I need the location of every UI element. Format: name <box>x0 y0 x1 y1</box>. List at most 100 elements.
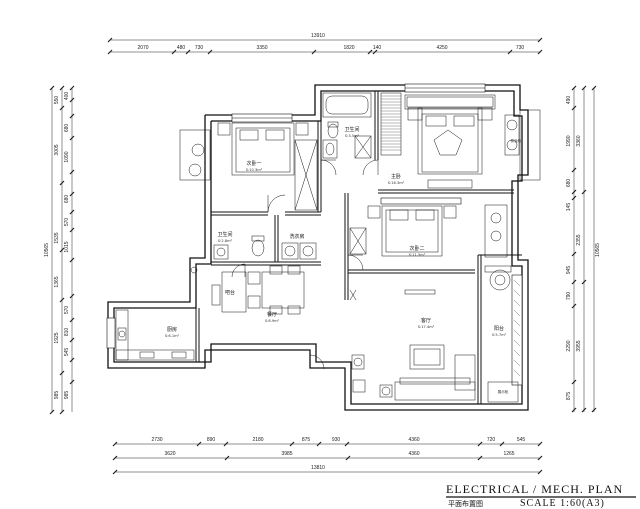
dim-top-5: 140 <box>373 45 382 51</box>
dim-right-4: 145 <box>566 203 572 212</box>
dim-top-2: 730 <box>195 45 204 51</box>
dim-left-4: 1090 <box>64 151 70 162</box>
room-bath1-area: S:3.5m² <box>345 134 360 138</box>
dim-left-9: 1365 <box>54 276 60 287</box>
dimension-lines-bottom <box>112 441 543 475</box>
dim-left-8: 570 <box>64 218 70 227</box>
dimension-lines-right <box>571 85 597 413</box>
dim-right-9: 3955 <box>576 340 582 351</box>
shelf-label: 展示柜 <box>498 389 509 394</box>
dim-top-3: 3350 <box>256 45 267 51</box>
dim-top-segments: 2070 480 730 3350 1820 140 4250 730 <box>137 45 524 51</box>
room-laundry-name: 洗衣房 <box>289 233 304 240</box>
room-balcony-area: S:5.7m² <box>492 333 507 337</box>
room-bath2-area: S:2.8m² <box>218 239 233 243</box>
kitchen-furniture <box>115 309 195 361</box>
dim-right-10: 875 <box>566 392 572 401</box>
room-balcony-name: 阳台 <box>494 325 504 332</box>
room-bedroom2-area: S:11.5m² <box>409 253 426 257</box>
dim-top-1: 480 <box>177 45 186 51</box>
room-living-name: 客厅 <box>421 317 431 324</box>
dim-left-15: 985 <box>64 391 70 400</box>
dim-left-11: 570 <box>64 306 70 315</box>
dim-top-0: 2070 <box>137 45 148 51</box>
dim-bottom1-5: 4360 <box>408 437 419 443</box>
windows <box>106 83 523 386</box>
title-block: ELECTRICAL / MECH. PLAN 平面布置图 SCALE 1:60… <box>446 482 636 509</box>
dim-left-2: 680 <box>64 124 70 133</box>
dim-bottom2-1: 3985 <box>281 451 292 457</box>
bedroom2-furniture <box>349 204 508 258</box>
drawing-subtitle: 平面布置图 <box>448 499 483 508</box>
dim-left-12: 810 <box>64 328 70 337</box>
balcony-furniture <box>484 265 521 403</box>
room-dining-name: 餐厅 <box>267 311 277 318</box>
bath2-fixtures <box>213 235 317 260</box>
dimension-lines-left <box>49 85 75 415</box>
dim-bottom2-0: 3620 <box>164 451 175 457</box>
exterior-walls <box>107 84 529 411</box>
door-swings <box>231 159 379 370</box>
dim-right-3: 680 <box>566 179 572 188</box>
dim-bottom1-2: 2180 <box>252 437 263 443</box>
dim-right-0: 490 <box>566 96 572 105</box>
living-furniture <box>351 289 476 401</box>
dim-right-6: 945 <box>566 266 572 275</box>
dim-right-total: 10565 <box>595 243 601 257</box>
dimension-lines-top <box>107 37 543 55</box>
dim-bottom1-3: 875 <box>302 437 311 443</box>
room-bedroom1-area: S:10.3m² <box>246 168 263 172</box>
room-bedroom2-name: 次卧二 <box>409 245 424 252</box>
bedroom1-furniture <box>179 122 318 211</box>
dim-left-7: 1015 <box>64 241 70 252</box>
room-dining-area: S:8.9m² <box>265 319 280 323</box>
room-bath2-name: 卫生间 <box>217 231 232 238</box>
dim-left-3: 3005 <box>54 144 60 155</box>
dining-furniture <box>190 265 305 315</box>
room-bedroom1-name: 次卧一 <box>246 160 261 167</box>
drawing-title: ELECTRICAL / MECH. PLAN <box>446 482 623 496</box>
room-bath1-name: 卫生间 <box>344 126 359 133</box>
dresser-label: 梳妆柜 <box>511 138 522 143</box>
dim-bottom1-6: 720 <box>487 437 496 443</box>
dim-top-7: 730 <box>516 45 525 51</box>
master-furniture <box>380 92 541 189</box>
dim-right-1: 1990 <box>566 135 572 146</box>
dim-bottom1-7: 545 <box>517 437 526 443</box>
dim-right-7: 790 <box>566 292 572 301</box>
drawing-scale: SCALE 1:60(A3) <box>520 498 605 509</box>
room-bar-name: 吧台 <box>225 289 235 296</box>
dim-bottom-total: 13810 <box>311 465 325 471</box>
dim-left-10: 1925 <box>54 332 60 343</box>
dim-top-total: 13910 <box>311 33 325 39</box>
dim-bottom1-0: 2730 <box>151 437 162 443</box>
room-master-area: S:16.3m² <box>388 181 405 185</box>
dim-top-6: 4250 <box>436 45 447 51</box>
room-labels: 次卧一 S:10.3m² 卫生间 S:3.5m² 主卧 S:16.3m² 卫生间… <box>165 126 507 338</box>
dim-right-2: 3360 <box>576 135 582 146</box>
dim-right-8: 2290 <box>566 340 572 351</box>
dim-left-segments: 550 400 680 3005 1090 680 1535 1015 570 … <box>54 92 70 400</box>
dim-left-14: 985 <box>54 391 60 400</box>
room-kitchen-area: S:6.1m² <box>165 334 180 338</box>
dim-bottom-row2: 3620 3985 4360 1265 <box>164 451 514 457</box>
dim-bottom2-2: 4360 <box>408 451 419 457</box>
dim-bottom1-1: 890 <box>207 437 216 443</box>
dim-right-segments: 490 1990 3360 680 145 2355 945 790 2290 … <box>566 96 582 401</box>
bath1-fixtures <box>322 92 372 159</box>
dim-top-4: 1820 <box>343 45 354 51</box>
dim-left-total: 10565 <box>44 243 50 257</box>
room-master-name: 主卧 <box>391 173 401 180</box>
dim-right-5: 2355 <box>576 234 582 245</box>
dim-bottom-row1: 2730 890 2180 875 930 4360 720 545 <box>151 437 525 443</box>
dim-left-5: 680 <box>64 195 70 204</box>
interior-walls <box>195 91 522 404</box>
dim-left-6: 1535 <box>54 232 60 243</box>
dim-left-0: 550 <box>54 96 60 105</box>
room-living-area: S:17.4m² <box>418 325 435 329</box>
dim-bottom1-4: 930 <box>332 437 341 443</box>
dim-left-1: 400 <box>64 92 70 101</box>
dim-left-13: 545 <box>64 348 70 357</box>
dim-bottom2-3: 1265 <box>503 451 514 457</box>
